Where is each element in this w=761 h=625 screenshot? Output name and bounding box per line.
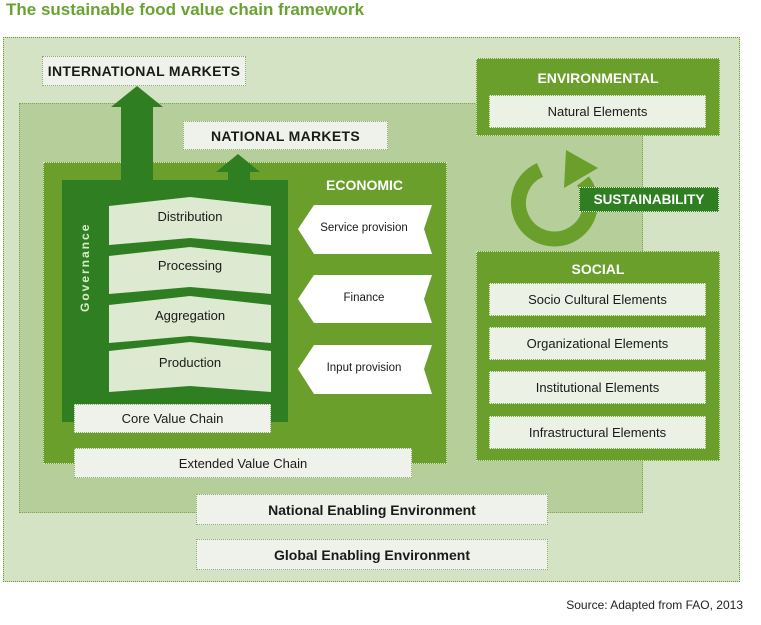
institutional-elements-box: Institutional Elements bbox=[489, 371, 706, 404]
socio-cultural-elements-box: Socio Cultural Elements bbox=[489, 283, 706, 316]
global-enabling-environment-box: Global Enabling Environment bbox=[196, 539, 548, 570]
socio-cultural-elements-label: Socio Cultural Elements bbox=[528, 292, 667, 307]
stage-distribution: Distribution bbox=[157, 209, 223, 224]
finance-shape bbox=[298, 275, 432, 323]
sustainability-box: SUSTAINABILITY bbox=[579, 187, 719, 212]
national-markets-label: NATIONAL MARKETS bbox=[211, 127, 360, 144]
economic-label: ECONOMIC bbox=[326, 177, 403, 193]
processing-shape bbox=[109, 247, 271, 294]
organizational-elements-box: Organizational Elements bbox=[489, 327, 706, 360]
international-markets-label: INTERNATIONAL MARKETS bbox=[47, 63, 241, 79]
international-markets-box: INTERNATIONAL MARKETS bbox=[42, 56, 246, 86]
sustainability-label: SUSTAINABILITY bbox=[593, 192, 705, 207]
organizational-elements-label: Organizational Elements bbox=[526, 336, 669, 351]
stage-aggregation: Aggregation bbox=[154, 308, 226, 323]
natural-elements-box: Natural Elements bbox=[489, 95, 706, 128]
natural-elements-label: Natural Elements bbox=[547, 104, 648, 119]
distribution-shape bbox=[109, 197, 271, 245]
page-title: The sustainable food value chain framewo… bbox=[6, 0, 365, 19]
input-provision-label: Input provision bbox=[326, 362, 402, 374]
sustainability-arrow-head bbox=[564, 150, 598, 188]
national-enabling-environment-label: National Enabling Environment bbox=[268, 501, 476, 518]
source-note: Source: Adapted from FAO, 2013 bbox=[566, 598, 743, 612]
international-market-arrow bbox=[111, 86, 163, 180]
production-shape bbox=[109, 342, 271, 392]
finance-label: Finance bbox=[343, 292, 385, 304]
national-markets-box: NATIONAL MARKETS bbox=[183, 121, 388, 150]
infrastructural-elements-box: Infrastructural Elements bbox=[489, 416, 706, 449]
global-enabling-environment-label: Global Enabling Environment bbox=[273, 546, 470, 563]
service-provision-shape bbox=[298, 205, 432, 254]
stage-production: Production bbox=[158, 355, 222, 370]
institutional-elements-label: Institutional Elements bbox=[535, 380, 660, 395]
environmental-label: ENVIRONMENTAL bbox=[537, 70, 659, 86]
extended-value-chain-box: Extended Value Chain bbox=[74, 448, 412, 478]
national-enabling-environment-box: National Enabling Environment bbox=[196, 494, 548, 525]
infrastructural-elements-label: Infrastructural Elements bbox=[528, 425, 667, 440]
extended-value-chain-label: Extended Value Chain bbox=[178, 455, 308, 471]
national-market-arrow bbox=[216, 154, 260, 180]
core-value-chain-label: Core Value Chain bbox=[121, 411, 224, 426]
input-provision-shape bbox=[298, 345, 432, 394]
service-provision-label: Service provision bbox=[320, 222, 408, 234]
aggregation-shape bbox=[109, 296, 271, 343]
core-value-chain-box: Core Value Chain bbox=[74, 404, 271, 433]
stage-processing: Processing bbox=[157, 258, 223, 273]
social-label: SOCIAL bbox=[571, 261, 625, 277]
